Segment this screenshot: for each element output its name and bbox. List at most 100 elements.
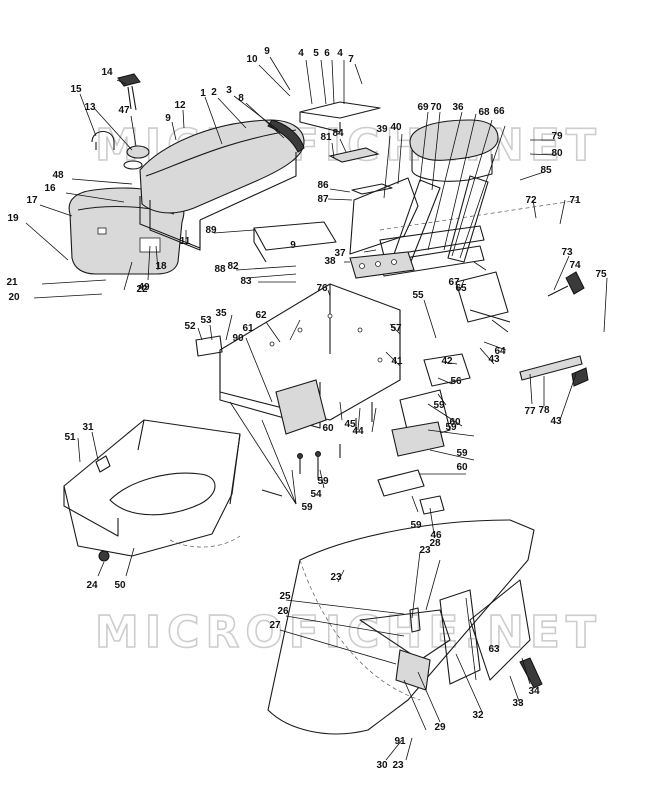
- callout-84: 84: [332, 128, 344, 139]
- callout-50: 50: [114, 580, 126, 591]
- callout-10: 10: [246, 54, 258, 65]
- seat-mount-plate: [349, 251, 415, 279]
- callout-27: 27: [269, 620, 281, 631]
- callout-49: 49: [138, 282, 150, 293]
- bracket-56: [423, 353, 471, 387]
- callout-23: 23: [392, 760, 404, 771]
- callout-56: 56: [450, 376, 462, 387]
- callout-61: 61: [242, 323, 254, 334]
- callout-21: 21: [6, 277, 18, 288]
- callout-72: 72: [525, 195, 537, 206]
- callout-47: 47: [118, 105, 130, 116]
- callout-66: 66: [493, 106, 505, 117]
- callout-86: 86: [317, 180, 329, 191]
- callout-30: 30: [376, 760, 388, 771]
- callout-44: 44: [352, 426, 364, 437]
- bracket-60b: [391, 421, 445, 457]
- callout-80: 80: [551, 148, 563, 159]
- hinge-bracket: [299, 101, 381, 133]
- callout-4: 4: [337, 48, 343, 59]
- callout-76: 76: [316, 283, 328, 294]
- solenoid: [547, 271, 585, 297]
- callout-42: 42: [441, 356, 453, 367]
- callout-29: 29: [434, 722, 446, 733]
- bracket-83: [328, 147, 380, 163]
- callout-9: 9: [290, 240, 296, 251]
- bracket-52: [195, 335, 223, 357]
- callout-13: 13: [84, 102, 96, 113]
- callout-48: 48: [52, 170, 64, 181]
- callout-53: 53: [200, 315, 212, 326]
- callout-24: 24: [86, 580, 98, 591]
- hose-clamp: [91, 130, 115, 150]
- callout-6: 6: [324, 48, 330, 59]
- callout-51: 51: [64, 432, 76, 443]
- callout-9: 9: [264, 46, 270, 57]
- callout-46: 46: [430, 530, 442, 541]
- callout-85: 85: [540, 165, 552, 176]
- callout-59: 59: [301, 502, 313, 513]
- callout-83: 83: [240, 276, 252, 287]
- callout-12: 12: [174, 100, 186, 111]
- callout-77: 77: [524, 406, 536, 417]
- callout-67: 67: [448, 277, 460, 288]
- callout-1: 1: [200, 88, 206, 99]
- callout-36: 36: [452, 102, 464, 113]
- callout-52: 52: [184, 321, 196, 332]
- callout-59: 59: [445, 422, 457, 433]
- callout-26: 26: [277, 606, 289, 617]
- seat-cushion: [139, 119, 305, 251]
- callout-60: 60: [322, 423, 334, 434]
- callout-37: 37: [334, 248, 346, 259]
- callout-9: 9: [165, 113, 171, 124]
- trim-bar: [519, 355, 583, 381]
- callout-39: 39: [376, 124, 388, 135]
- callout-41: 41: [391, 356, 403, 367]
- callout-31: 31: [82, 422, 94, 433]
- knob-24: [98, 550, 110, 562]
- callout-81: 81: [320, 132, 332, 143]
- callout-43: 43: [550, 416, 562, 427]
- callout-69: 69: [417, 102, 429, 113]
- callout-8: 8: [238, 93, 244, 104]
- side-plate: [275, 379, 327, 435]
- callout-15: 15: [70, 84, 82, 95]
- callout-62: 62: [255, 310, 267, 321]
- rear-panel: [349, 177, 419, 255]
- callout-18: 18: [155, 261, 167, 272]
- callout-65: 65: [455, 283, 467, 294]
- callout-64: 64: [494, 346, 506, 357]
- callout-73: 73: [561, 247, 573, 258]
- callout-63: 63: [488, 644, 500, 655]
- callout-90: 90: [232, 333, 244, 344]
- callout-71: 71: [569, 195, 581, 206]
- callout-45: 45: [344, 419, 356, 430]
- fuel-cap: [126, 145, 150, 159]
- callout-4: 4: [298, 48, 304, 59]
- callout-78: 78: [538, 405, 550, 416]
- callout-22: 22: [136, 284, 148, 295]
- callout-23: 23: [330, 572, 342, 583]
- callout-74: 74: [569, 260, 581, 271]
- callout-3: 3: [226, 85, 232, 96]
- callout-32: 32: [472, 710, 484, 721]
- callout-59: 59: [410, 520, 422, 531]
- callout-75: 75: [595, 269, 607, 280]
- callout-34: 34: [528, 686, 540, 697]
- callout-70: 70: [430, 102, 442, 113]
- callout-60: 60: [456, 462, 468, 473]
- watermark-bottom: MICROFICHE.NET: [95, 607, 602, 658]
- callout-82: 82: [227, 261, 239, 272]
- callout-60: 60: [449, 417, 461, 428]
- callout-59: 59: [433, 400, 445, 411]
- frame-cowl: [63, 419, 241, 557]
- callout-16: 16: [44, 183, 56, 194]
- callout-11: 11: [180, 236, 191, 247]
- callout-25: 25: [279, 591, 291, 602]
- callout-68: 68: [478, 107, 490, 118]
- callout-91: 91: [394, 736, 406, 747]
- bracket-68: [455, 271, 511, 323]
- callout-19: 19: [7, 213, 19, 224]
- callout-35: 35: [215, 308, 227, 319]
